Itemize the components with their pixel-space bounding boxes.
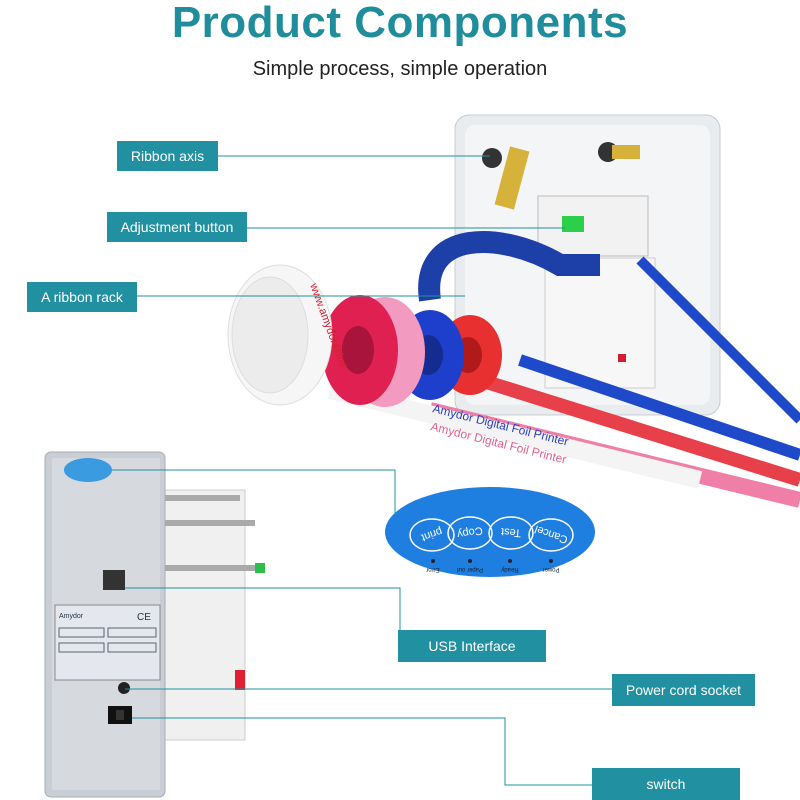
adjustment-button-knob [562,216,584,232]
page-subtitle: Simple process, simple operation [252,58,548,80]
control-panel: print Copy Test Cancel Error Paper out R… [385,487,595,577]
label-usb-interface: USB Interface [398,630,546,662]
panel-button-copy: Copy [456,524,484,540]
indicator-ready: Ready [501,566,518,572]
printer-top-view [418,114,721,416]
panel-button-test: Test [501,525,522,539]
page-title: Product Components [171,0,629,47]
leader-lines [112,155,612,786]
ribbon-axis-left [482,148,502,168]
label-power-cord-socket: Power cord socket [612,674,755,706]
label-adjustment-button: Adjustment button [107,212,247,242]
nameplate-brand: Amydor [59,613,84,620]
indicator-error: Error [426,566,439,572]
indicator-power: Power [542,566,559,572]
ribbon-rolls [227,256,800,508]
label-ribbon-axis: Ribbon axis [117,141,218,171]
nameplate-ce: CE [137,612,151,623]
power-socket [118,682,130,694]
usb-port [103,570,125,590]
label-switch: switch [592,768,740,800]
printer-side-view: Amydor CE [44,451,265,798]
indicator-paper-out: Paper out [457,566,483,572]
label-ribbon-rack: A ribbon rack [27,282,137,312]
top-panel [64,458,112,482]
